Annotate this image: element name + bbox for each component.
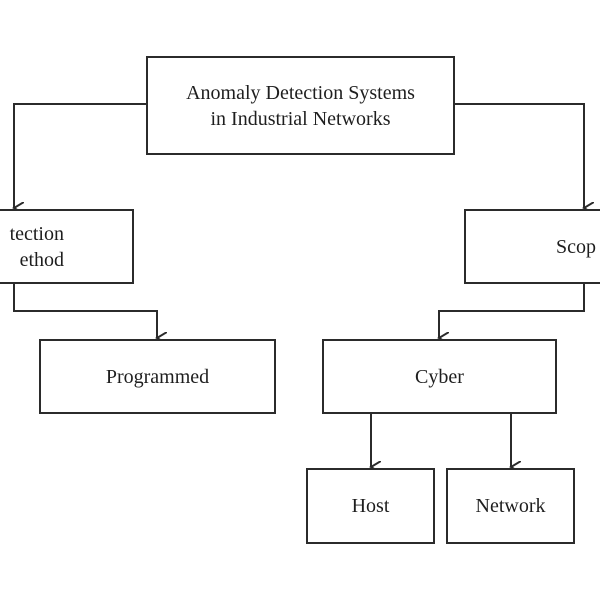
node-host: Host xyxy=(306,468,435,544)
node-detection-method: tection ethod xyxy=(0,209,134,284)
node-anomaly-detection-systems: Anomaly Detection Systems in Industrial … xyxy=(146,56,455,155)
node-programmed: Programmed xyxy=(39,339,276,414)
node-network-label: Network xyxy=(475,495,546,517)
node-method-line-2: ethod xyxy=(19,248,64,271)
node-network: Network xyxy=(446,468,575,544)
node-programmed-label: Programmed xyxy=(105,365,210,388)
node-host-label: Host xyxy=(351,495,390,517)
node-scope-label: Scop xyxy=(556,235,596,258)
connector-method-to-programmed xyxy=(13,284,157,338)
connector-scope-to-cyber xyxy=(439,284,585,338)
node-method-line-1: tection xyxy=(9,222,64,245)
connector-root-to-scope xyxy=(455,103,584,208)
node-root-line-1: Anomaly Detection Systems xyxy=(186,81,415,104)
node-scope: Scop xyxy=(464,209,600,284)
node-root-line-2: in Industrial Networks xyxy=(210,107,391,130)
node-cyber: Cyber xyxy=(322,339,557,414)
node-cyber-label: Cyber xyxy=(415,365,464,388)
connector-root-to-method xyxy=(14,103,146,208)
